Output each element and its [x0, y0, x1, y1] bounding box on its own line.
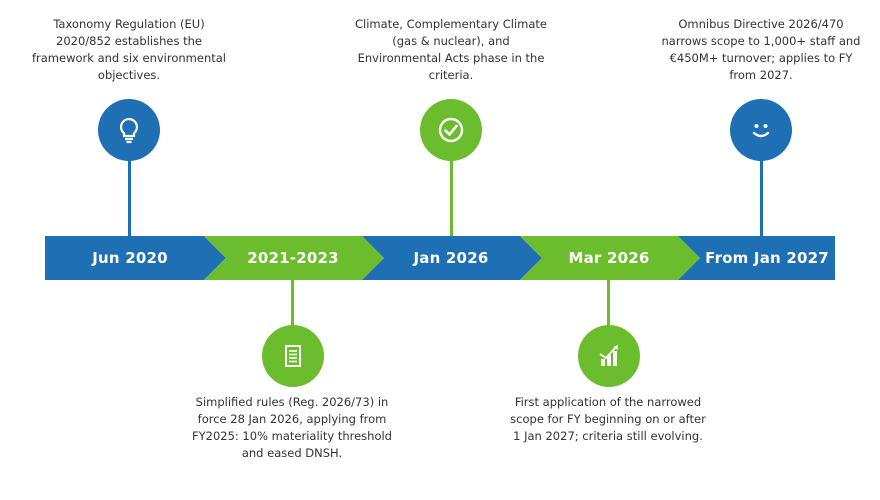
milestone-circle	[730, 99, 792, 161]
milestone-circle	[98, 99, 160, 161]
milestone-circle	[262, 325, 324, 387]
growth-chart-icon	[599, 345, 618, 366]
lightbulb-icon	[119, 117, 139, 144]
milestone-label-2021-2023: 2021-2023	[247, 249, 339, 267]
milestone-description: First application of the narrowed scope …	[510, 395, 706, 443]
milestone-label-jun-2020: Jun 2020	[92, 249, 168, 267]
checkmark-icon	[438, 117, 464, 143]
milestone-label-jan-2026: Jan 2026	[413, 249, 489, 267]
milestone-description: Simplified rules (Reg. 2026/73) in force…	[192, 395, 392, 460]
milestone-circle	[420, 99, 482, 161]
document-icon	[285, 345, 301, 367]
milestone-label-mar-2026: Mar 2026	[568, 249, 650, 267]
connector-line	[450, 158, 453, 236]
segment-mar-2026	[520, 236, 700, 280]
segment-from-jan-2027	[678, 236, 835, 280]
connector-line	[760, 158, 763, 236]
smiley-icon	[752, 124, 770, 138]
milestone-circle	[578, 325, 640, 387]
milestone-description: Taxonomy Regulation (EU) 2020/852 establ…	[31, 17, 226, 82]
milestone-label-from-jan-2027: From Jan 2027	[705, 249, 829, 267]
connector-line	[291, 280, 294, 328]
connector-line	[128, 158, 131, 236]
segment-2021-2023	[204, 236, 384, 280]
segment-jun-2020	[45, 236, 226, 280]
milestone-description: Omnibus Directive 2026/470 narrows scope…	[661, 17, 861, 82]
connector-line	[607, 280, 610, 328]
milestone-description: Climate, Complementary Climate (gas & nu…	[355, 17, 547, 82]
segment-jan-2026	[362, 236, 542, 280]
